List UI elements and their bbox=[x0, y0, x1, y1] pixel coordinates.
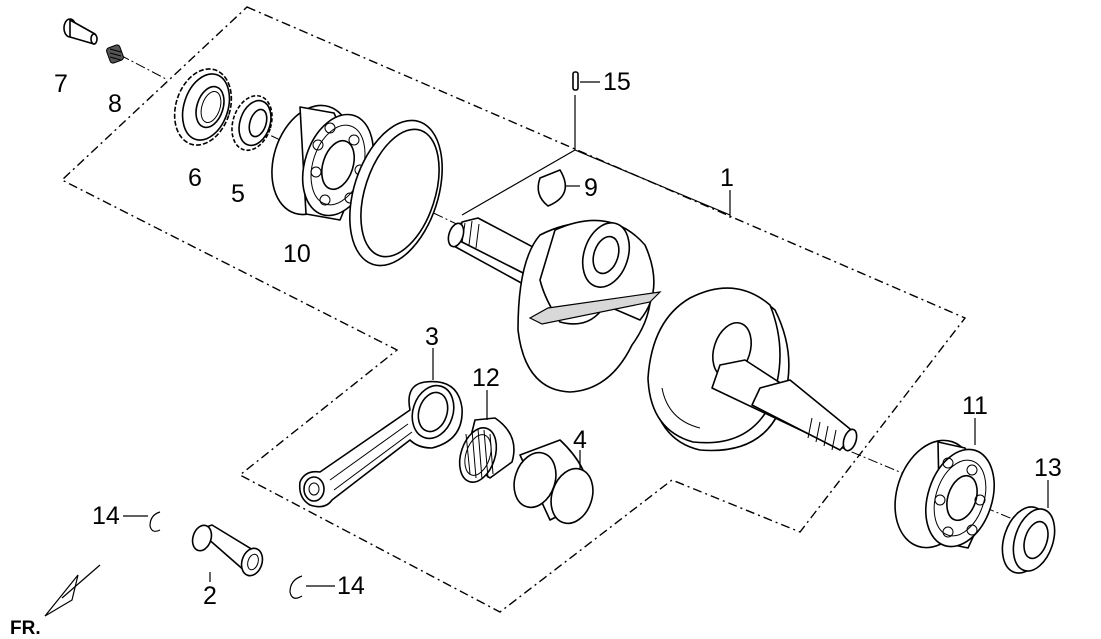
part-14-circlip-lower bbox=[289, 575, 303, 599]
part-9-woodruff-key bbox=[537, 169, 567, 207]
callout-8: 8 bbox=[108, 90, 122, 118]
part-12-needle-bearing bbox=[458, 417, 515, 483]
callout-15: 15 bbox=[603, 68, 631, 96]
part-6-drive-gear bbox=[173, 68, 233, 146]
callout-14-upper: 14 bbox=[92, 502, 120, 530]
callout-5: 5 bbox=[231, 180, 245, 208]
part-2-piston-pin bbox=[191, 524, 264, 577]
part-7-pin bbox=[63, 18, 98, 45]
part-3-connecting-rod bbox=[298, 380, 463, 508]
part-14-circlip-upper bbox=[149, 511, 161, 532]
callout-7: 7 bbox=[54, 70, 68, 98]
part-5-sprocket bbox=[231, 94, 273, 152]
callout-6: 6 bbox=[188, 164, 202, 192]
part-15-pin bbox=[572, 71, 579, 91]
front-direction-arrow-icon bbox=[44, 564, 101, 617]
callout-14-lower: 14 bbox=[337, 572, 365, 600]
part-1-crankshaft bbox=[447, 217, 858, 452]
leader-lines bbox=[123, 81, 1049, 587]
assembly-boundary bbox=[60, 6, 967, 613]
callout-9: 9 bbox=[584, 174, 598, 202]
callout-2: 2 bbox=[203, 582, 217, 610]
shim-ring bbox=[349, 119, 443, 267]
callout-11: 11 bbox=[962, 392, 988, 420]
callout-13: 13 bbox=[1034, 454, 1062, 482]
part-11-bearing bbox=[894, 439, 995, 549]
callout-1: 1 bbox=[720, 164, 734, 192]
part-8-spring bbox=[106, 44, 124, 64]
part-4-crank-pin bbox=[513, 439, 594, 525]
callout-12: 12 bbox=[472, 364, 500, 392]
front-direction-label: FR. bbox=[10, 618, 41, 639]
part-13-oil-seal bbox=[1001, 506, 1056, 574]
callout-10: 10 bbox=[283, 240, 311, 268]
callout-3: 3 bbox=[425, 323, 439, 351]
callout-4: 4 bbox=[573, 426, 587, 454]
